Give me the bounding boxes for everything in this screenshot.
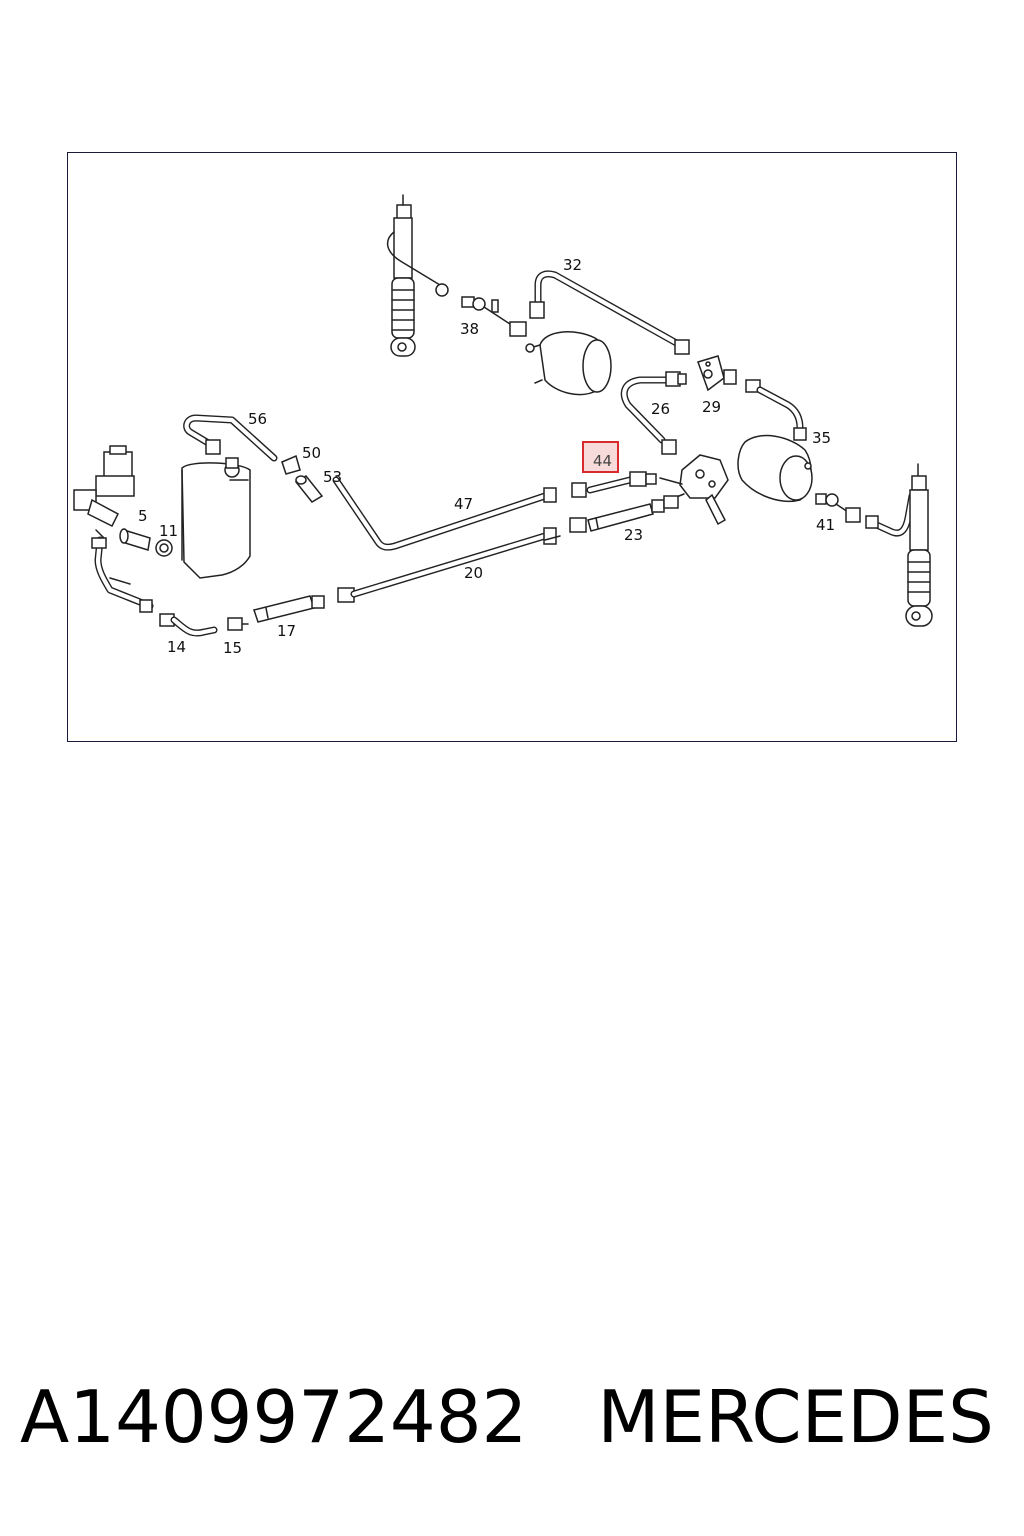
- caption: A1409972482 MERCEDES: [20, 1372, 1010, 1462]
- part-17-coupling: [253, 595, 325, 623]
- callout-41: 41: [816, 516, 835, 534]
- callout-35: 35: [812, 429, 831, 447]
- callout-5: 5: [138, 507, 148, 525]
- callout-11: 11: [159, 522, 178, 540]
- line-47: [332, 476, 557, 551]
- brand-name: MERCEDES: [597, 1375, 994, 1459]
- part-29-block: [697, 355, 737, 392]
- part-15-fitting: [227, 617, 249, 631]
- line-35: [745, 379, 807, 441]
- highlight-box-44: [582, 441, 619, 473]
- callout-20: 20: [464, 564, 483, 582]
- callout-14: 14: [167, 638, 186, 656]
- callout-15: 15: [223, 639, 242, 657]
- callout-44: 44: [593, 452, 612, 470]
- callout-26: 26: [651, 400, 670, 418]
- parts-50-53: [281, 454, 324, 503]
- callout-47: 47: [454, 495, 473, 513]
- left-pump-assembly: [73, 445, 154, 613]
- upper-accumulator: [525, 331, 612, 396]
- callout-17: 17: [277, 622, 296, 640]
- callout-29: 29: [702, 398, 721, 416]
- part-38-fitting: [461, 296, 527, 337]
- part-41-fitting: [815, 493, 861, 523]
- oil-reservoir: [181, 457, 251, 579]
- callout-56: 56: [248, 410, 267, 428]
- callout-23: 23: [624, 526, 643, 544]
- callout-50: 50: [302, 444, 321, 462]
- line-14: [159, 613, 218, 637]
- callout-53: 53: [323, 468, 342, 486]
- right-strut: [865, 463, 933, 627]
- line-44: [571, 471, 657, 498]
- line-20: [337, 527, 561, 603]
- left-strut-top: [386, 194, 449, 357]
- lower-accumulator: [737, 434, 813, 502]
- level-control-valve: [659, 454, 729, 526]
- callout-32: 32: [563, 256, 582, 274]
- line-26: [620, 371, 687, 455]
- line-32: [529, 270, 690, 355]
- line-56: [183, 414, 278, 462]
- hose-23: [569, 495, 679, 533]
- parts-5-11: [119, 528, 173, 557]
- part-number: A1409972482: [20, 1375, 528, 1459]
- callout-38: 38: [460, 320, 479, 338]
- exploded-diagram: 32 38 26 29 35 56 50 53 44 47 23 41 5 11…: [73, 194, 933, 657]
